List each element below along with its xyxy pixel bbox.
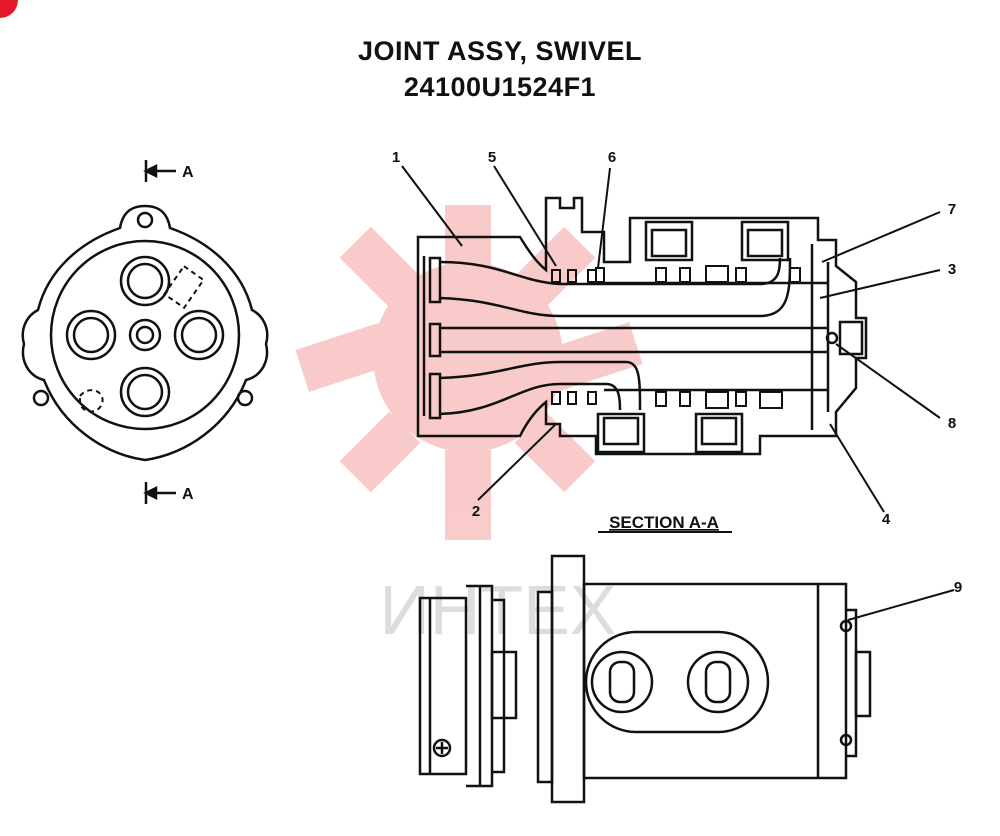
hidden-plug [79, 389, 104, 413]
side-end-plug [854, 650, 872, 718]
section-marker-bottom-label: A [182, 486, 194, 503]
port-top [119, 255, 171, 307]
flange-outline [21, 204, 269, 462]
side-view [418, 554, 872, 804]
section-marker-top-label: A [182, 164, 194, 181]
callout-6: 6 [608, 149, 616, 166]
watermark-text: ИНТЕХ [379, 571, 616, 649]
section-marker-bottom [143, 482, 176, 504]
port-right [173, 309, 225, 361]
section-marker-top [143, 160, 176, 182]
set-screw [432, 738, 452, 758]
callout-3: 3 [948, 261, 956, 278]
o-ring [825, 331, 839, 345]
body-circle [49, 239, 241, 431]
mount-hole-left [32, 389, 50, 407]
drawing-title: JOINT ASSY, SWIVEL [357, 36, 643, 66]
callout-2: 2 [472, 503, 480, 520]
port-left [65, 309, 117, 361]
watermark-logo [295, 205, 643, 540]
callout-4: 4 [882, 511, 891, 528]
end-view [21, 204, 269, 462]
section-view [416, 196, 868, 456]
side-left-collar [418, 596, 468, 776]
callout-5: 5 [488, 149, 496, 166]
callout-leaders [401, 165, 955, 621]
callout-7: 7 [948, 201, 956, 218]
hidden-bore [163, 264, 205, 310]
callout-1: 1 [392, 149, 400, 166]
housing-outline [416, 196, 868, 456]
section-label: SECTION A-A [609, 513, 719, 532]
side-port-2 [686, 650, 750, 714]
side-body [582, 582, 848, 780]
port-slot [584, 630, 770, 734]
port-bottom [119, 366, 171, 418]
side-port-1 [590, 650, 654, 714]
mount-hole-right [236, 389, 254, 407]
part-number: 24100U1524F1 [403, 72, 597, 102]
callout-9: 9 [954, 579, 962, 596]
callout-8: 8 [948, 415, 956, 432]
corner-mark [0, 0, 18, 18]
mount-hole-top [136, 211, 154, 229]
port-center [128, 318, 162, 352]
